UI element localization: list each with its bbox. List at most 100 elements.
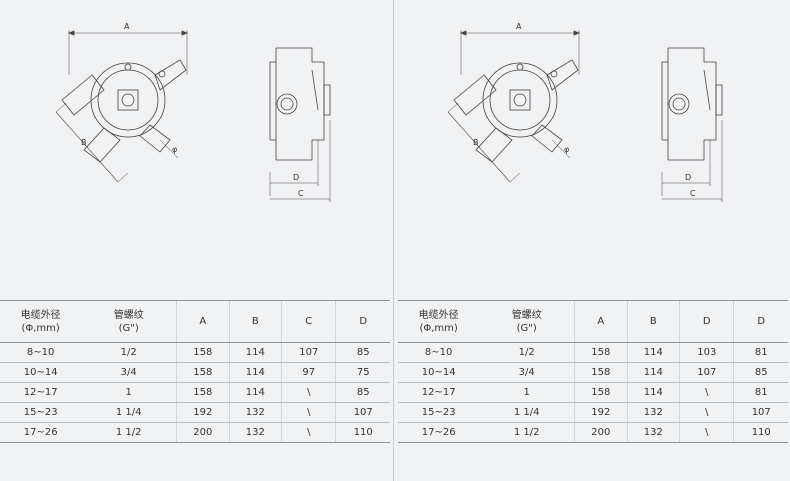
- cell-a: 158: [574, 382, 628, 403]
- cell-thread: 1 1/2: [81, 422, 177, 443]
- cell-a: 192: [176, 402, 230, 423]
- table-row: 17~26 1 1/2 200 132 \ 110: [398, 422, 788, 443]
- header-thread-line2: (G"): [516, 322, 537, 334]
- cell-a: 192: [574, 402, 628, 423]
- cell-cable: 10~14: [0, 362, 82, 383]
- cell-thread: 1 1/4: [81, 402, 177, 423]
- cell-thread: 1 1/2: [479, 422, 575, 443]
- cell-col6: 85: [335, 382, 390, 403]
- dim-c-label: C: [298, 189, 304, 198]
- cell-col5: \: [679, 402, 734, 423]
- header-cable-od-line1: 电缆外径: [20, 309, 61, 321]
- table-row: 10~14 3/4 158 114 107 85: [398, 362, 788, 383]
- cell-a: 158: [176, 362, 230, 383]
- dim-a-label: A: [516, 22, 522, 31]
- table-header-row: 电缆外径 (Φ,mm) 管螺纹 (G") A B C D: [0, 300, 390, 343]
- header-thread-line2: (G"): [118, 322, 139, 334]
- cell-a: 158: [574, 362, 628, 383]
- cell-a: 200: [176, 422, 230, 443]
- header-col6: D: [335, 300, 390, 343]
- cell-cable: 15~23: [398, 402, 480, 423]
- cell-col5: \: [281, 402, 336, 423]
- cell-cable: 17~26: [398, 422, 480, 443]
- cell-cable: 10~14: [398, 362, 480, 383]
- cell-b: 114: [626, 382, 680, 403]
- header-cable-od-line2: (Φ,mm): [419, 322, 458, 334]
- dim-d-label: D: [685, 173, 691, 182]
- table-row: 15~23 1 1/4 192 132 \ 107: [0, 402, 390, 423]
- cell-thread: 1: [479, 382, 575, 403]
- cell-b: 132: [228, 402, 282, 423]
- table-row: 8~10 1/2 158 114 103 81: [398, 342, 788, 363]
- cell-col5: \: [281, 422, 336, 443]
- header-thread-line1: 管螺纹: [511, 309, 542, 321]
- cell-col6: 85: [733, 362, 788, 383]
- cell-col6: 75: [335, 362, 390, 383]
- cell-cable: 17~26: [0, 422, 82, 443]
- cell-cable: 15~23: [0, 402, 82, 423]
- table-row: 15~23 1 1/4 192 132 \ 107: [398, 402, 788, 423]
- table-row: 17~26 1 1/2 200 132 \ 110: [0, 422, 390, 443]
- cell-col5: \: [281, 382, 336, 403]
- cell-b: 114: [228, 382, 282, 403]
- cell-col5: 103: [679, 342, 734, 363]
- technical-drawing: A B φ D C: [0, 0, 390, 300]
- header-col6: D: [733, 300, 788, 343]
- header-col4: B: [228, 300, 282, 343]
- cell-a: 158: [176, 382, 230, 403]
- cell-a: 158: [176, 342, 230, 363]
- header-col4: B: [626, 300, 680, 343]
- header-col5: C: [281, 300, 336, 343]
- header-col3: A: [574, 300, 628, 343]
- spec-table: 电缆外径 (Φ,mm) 管螺纹 (G") A B D D 8~10 1/2 15…: [398, 300, 788, 443]
- table-row: 12~17 1 158 114 \ 85: [0, 382, 390, 403]
- technical-drawing: A B φ D C: [398, 0, 788, 300]
- cell-cable: 8~10: [398, 342, 480, 363]
- cell-b: 114: [626, 342, 680, 363]
- table-row: 12~17 1 158 114 \ 81: [398, 382, 788, 403]
- dim-c-label: C: [690, 189, 696, 198]
- cell-col6: 81: [733, 342, 788, 363]
- cell-b: 114: [626, 362, 680, 383]
- header-cable-od-line1: 电缆外径: [418, 309, 459, 321]
- cell-thread: 3/4: [81, 362, 177, 383]
- table-row: 10~14 3/4 158 114 97 75: [0, 362, 390, 383]
- cell-cable: 12~17: [0, 382, 82, 403]
- table-header-row: 电缆外径 (Φ,mm) 管螺纹 (G") A B D D: [398, 300, 788, 343]
- cell-b: 132: [228, 422, 282, 443]
- cell-a: 200: [574, 422, 628, 443]
- header-col3: A: [176, 300, 230, 343]
- cell-thread: 3/4: [479, 362, 575, 383]
- spec-panel-right: A B φ D C: [398, 0, 788, 481]
- header-thread: 管螺纹 (G"): [479, 300, 575, 343]
- dim-a-label: A: [124, 22, 130, 31]
- junction-box-drawing: A B φ D C: [55, 22, 331, 202]
- header-thread-line1: 管螺纹: [113, 309, 144, 321]
- table-row: 8~10 1/2 158 114 107 85: [0, 342, 390, 363]
- cell-col5: 97: [281, 362, 336, 383]
- cell-b: 132: [626, 402, 680, 423]
- dim-phi-label: φ: [564, 145, 569, 154]
- header-cable-od: 电缆外径 (Φ,mm): [398, 300, 480, 343]
- cell-col5: 107: [281, 342, 336, 363]
- cell-a: 158: [574, 342, 628, 363]
- dim-phi-label: φ: [172, 145, 177, 154]
- cell-thread: 1/2: [479, 342, 575, 363]
- cell-thread: 1: [81, 382, 177, 403]
- dim-b-label: B: [81, 138, 87, 147]
- cell-b: 114: [228, 342, 282, 363]
- panel-divider: [393, 0, 394, 481]
- cell-col5: 107: [679, 362, 734, 383]
- cell-cable: 12~17: [398, 382, 480, 403]
- dim-b-label: B: [473, 138, 479, 147]
- cell-col5: \: [679, 422, 734, 443]
- cell-thread: 1 1/4: [479, 402, 575, 423]
- cell-col6: 85: [335, 342, 390, 363]
- cell-b: 114: [228, 362, 282, 383]
- cell-col6: 110: [335, 422, 390, 443]
- header-col5: D: [679, 300, 734, 343]
- dim-d-label: D: [293, 173, 299, 182]
- header-cable-od-line2: (Φ,mm): [21, 322, 60, 334]
- cell-b: 132: [626, 422, 680, 443]
- spec-panel-left: A B φ D C: [0, 0, 390, 481]
